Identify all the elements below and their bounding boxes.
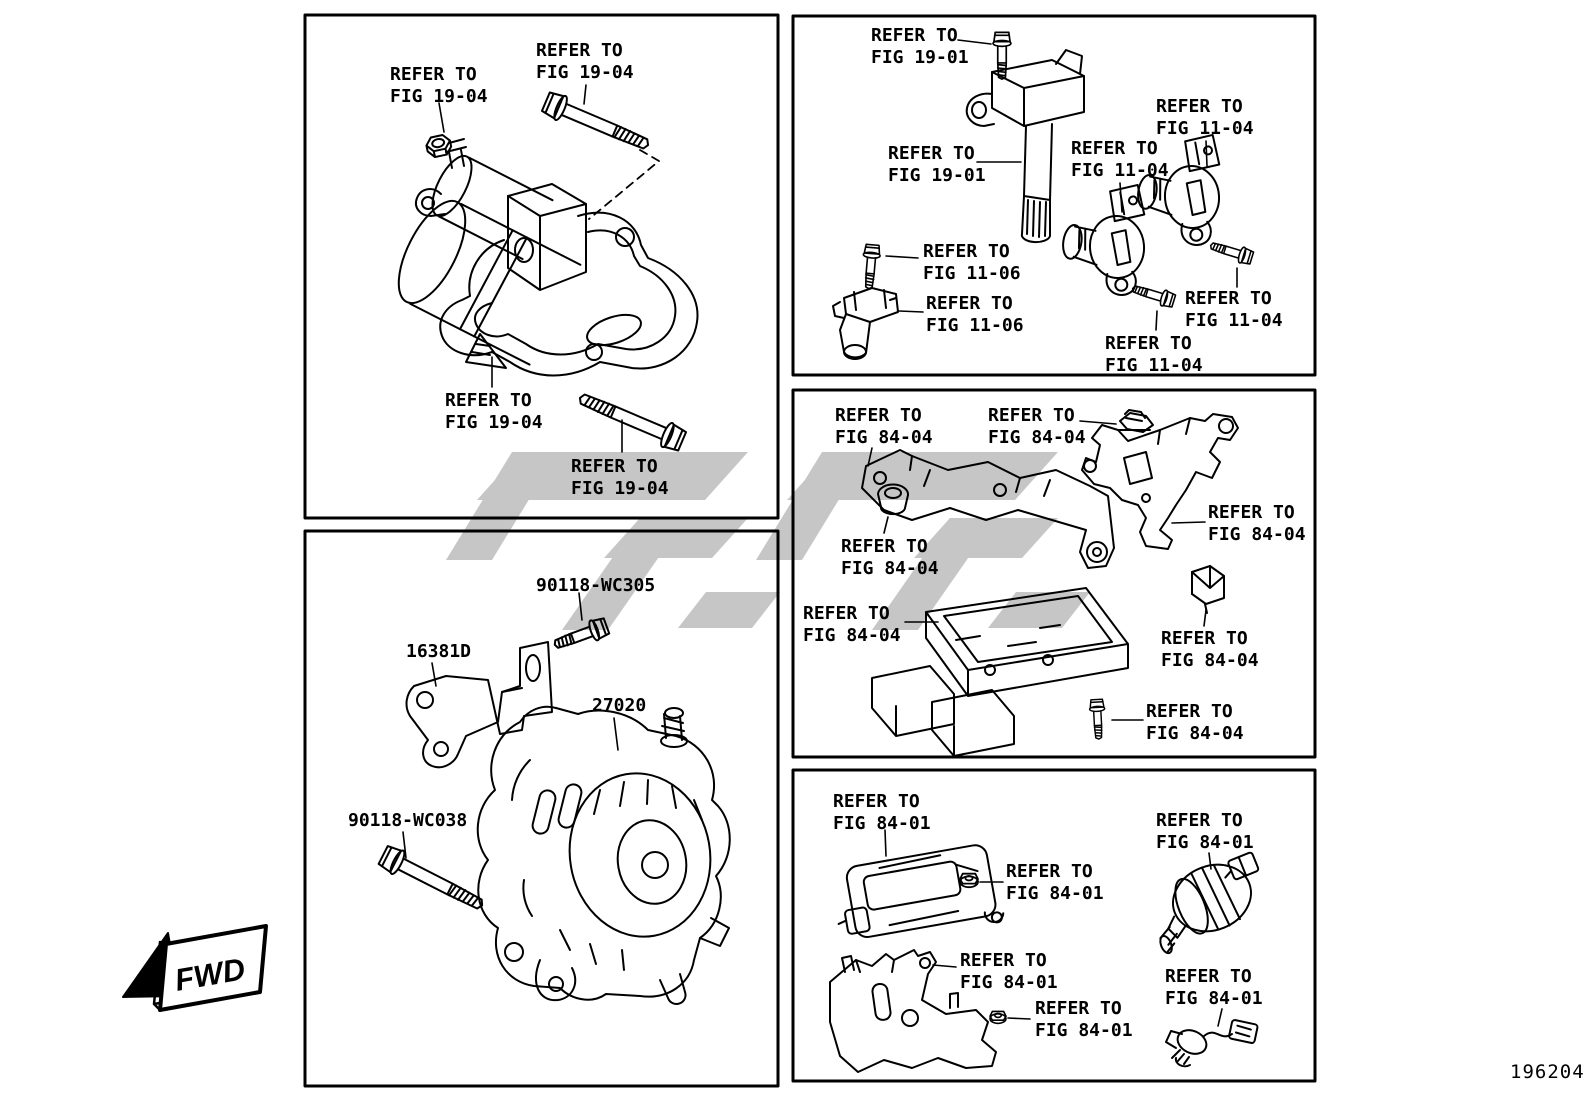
part-number-90118-wc038[interactable]: 90118-WC038 — [348, 810, 468, 831]
module-bracket-drawing — [829, 949, 997, 1073]
leader-lines — [885, 39, 1238, 331]
fwd-arrow: FWD — [122, 924, 268, 1012]
refer-label-fig-19-04[interactable]: REFER TO FIG 19-04 — [390, 64, 488, 107]
watermark — [446, 452, 1090, 630]
refer-label-fig-11-06[interactable]: REFER TO FIG 11-06 — [923, 241, 1021, 284]
panel-modules-art — [829, 829, 1260, 1073]
refer-label-fig-11-04[interactable]: REFER TO FIG 11-04 — [1156, 96, 1254, 139]
alignment-dashed-line — [588, 149, 660, 220]
leader-lines — [867, 420, 1207, 721]
panel-ecu-border — [791, 388, 1317, 759]
refer-label-fig-84-04[interactable]: REFER TO FIG 84-04 — [1208, 502, 1306, 545]
panel-alternator-border — [303, 529, 780, 1088]
refer-label-fig-19-04[interactable]: REFER TO FIG 19-04 — [445, 390, 543, 433]
panel-ignition-art — [832, 31, 1255, 360]
refer-label-fig-84-01[interactable]: REFER TO FIG 84-01 — [1165, 966, 1263, 1009]
refer-label-fig-11-04[interactable]: REFER TO FIG 11-04 — [1185, 288, 1283, 331]
alternator-drawing — [476, 705, 731, 1005]
engine-ecu-drawing — [871, 587, 1129, 757]
camshaft-sensor-drawing — [832, 287, 899, 360]
starter-motor-drawing — [397, 138, 699, 377]
refer-label-fig-84-04[interactable]: REFER TO FIG 84-04 — [1146, 701, 1244, 744]
ecu-clip-nut — [1117, 409, 1154, 433]
refer-label-fig-19-04[interactable]: REFER TO FIG 19-04 — [536, 40, 634, 83]
pressure-switch-drawing — [1159, 851, 1260, 955]
part-number-90118-wc305[interactable]: 90118-WC305 — [536, 575, 656, 596]
panel-alternator-art — [376, 592, 731, 1005]
refer-label-fig-84-01[interactable]: REFER TO FIG 84-01 — [1156, 810, 1254, 853]
refer-label-fig-19-04[interactable]: REFER TO FIG 19-04 — [571, 456, 669, 499]
ecu-bracket-upper — [861, 449, 1115, 569]
leader-lines — [884, 829, 1223, 1027]
refer-label-fig-84-01[interactable]: REFER TO FIG 84-01 — [1035, 998, 1133, 1041]
panel-starter-art — [397, 84, 699, 455]
control-module-drawing — [837, 844, 1005, 939]
refer-label-fig-84-01[interactable]: REFER TO FIG 84-01 — [1006, 861, 1104, 904]
page-number: 196204 — [1510, 1061, 1585, 1083]
alternator-bracket-16381d — [405, 641, 553, 769]
refer-label-fig-19-01[interactable]: REFER TO FIG 19-01 — [871, 25, 969, 68]
refer-label-fig-84-04[interactable]: REFER TO FIG 84-04 — [803, 603, 901, 646]
refer-label-fig-84-01[interactable]: REFER TO FIG 84-01 — [960, 950, 1058, 993]
refer-label-fig-19-01[interactable]: REFER TO FIG 19-01 — [888, 143, 986, 186]
panel-ignition-border — [791, 14, 1317, 377]
panel-borders — [303, 13, 1317, 1088]
refer-label-fig-11-04[interactable]: REFER TO FIG 11-04 — [1105, 333, 1203, 376]
ecu-grommet — [877, 483, 909, 516]
leader-lines — [402, 592, 619, 859]
ignition-coil-drawing — [965, 49, 1085, 244]
refer-label-fig-84-01[interactable]: REFER TO FIG 84-01 — [833, 791, 931, 834]
part-number-27020[interactable]: 27020 — [592, 695, 647, 716]
leader-lines — [438, 84, 623, 453]
refer-label-fig-11-06[interactable]: REFER TO FIG 11-06 — [926, 293, 1024, 336]
relay-drawing — [1191, 565, 1225, 614]
part-number-16381d[interactable]: 16381D — [406, 641, 472, 662]
panel-starter-border — [303, 13, 780, 520]
refer-label-fig-84-04[interactable]: REFER TO FIG 84-04 — [841, 536, 939, 579]
oil-pressure-sensor-drawing — [1165, 1019, 1259, 1068]
refer-label-fig-84-04[interactable]: REFER TO FIG 84-04 — [835, 405, 933, 448]
ecu-bracket-right — [1081, 413, 1239, 550]
panel-ecu-art — [861, 409, 1239, 757]
refer-label-fig-84-04[interactable]: REFER TO FIG 84-04 — [1161, 628, 1259, 671]
refer-label-fig-84-04[interactable]: REFER TO FIG 84-04 — [988, 405, 1086, 448]
panel-modules-border — [791, 768, 1317, 1083]
refer-label-fig-11-04[interactable]: REFER TO FIG 11-04 — [1071, 138, 1169, 181]
